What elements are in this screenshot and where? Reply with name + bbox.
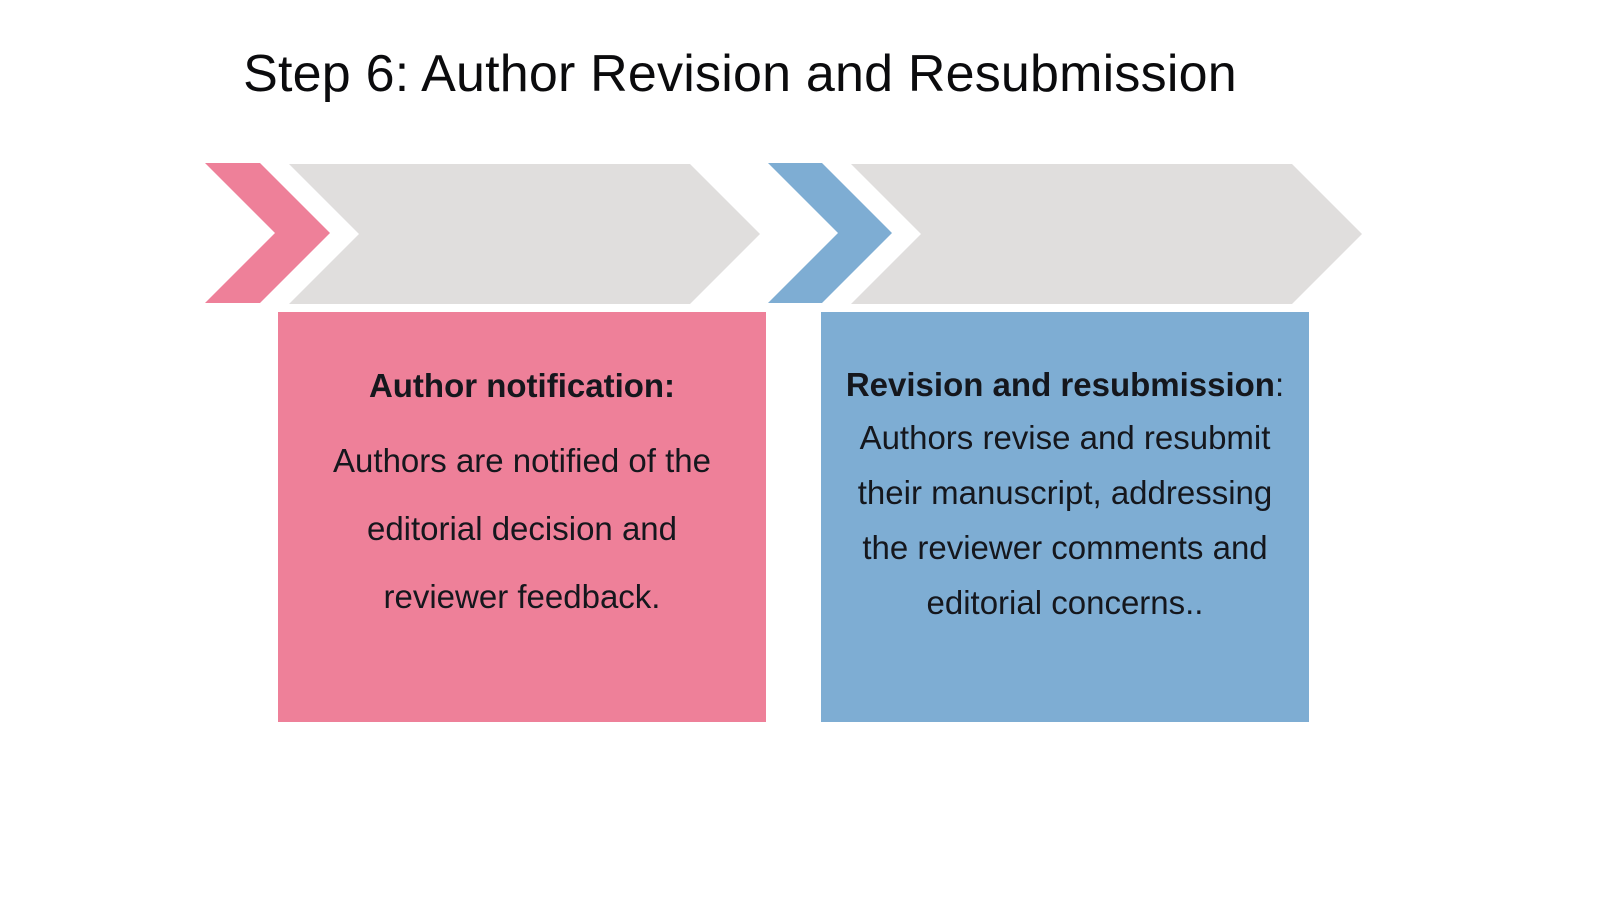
card-heading-text: Author notification: — [368, 367, 676, 404]
card-heading-text: Revision and resubmission — [845, 366, 1275, 403]
card-heading-colon: : — [1274, 366, 1285, 403]
pink-chevron-arrow — [205, 163, 330, 303]
gray-chevron-segment-2 — [851, 164, 1362, 304]
card-body-revision-and-resubmission: Authors revise and resubmit their manusc… — [857, 418, 1273, 621]
blue-chevron-arrow — [768, 163, 892, 303]
gray-chevron-segment-1 — [289, 164, 760, 304]
page-title: Step 6: Author Revision and Resubmission — [243, 45, 1237, 103]
card-revision-and-resubmission: Revision and resubmission: Authors revis… — [821, 312, 1309, 722]
card-body-author-notification: Authors are notified of the editorial de… — [333, 441, 711, 615]
card-heading-author-notification: Author notification: — [368, 367, 676, 405]
card-author-notification: Author notification: Authors are notifie… — [278, 312, 766, 722]
card-heading-revision-and-resubmission: Revision and resubmission: — [845, 366, 1285, 404]
